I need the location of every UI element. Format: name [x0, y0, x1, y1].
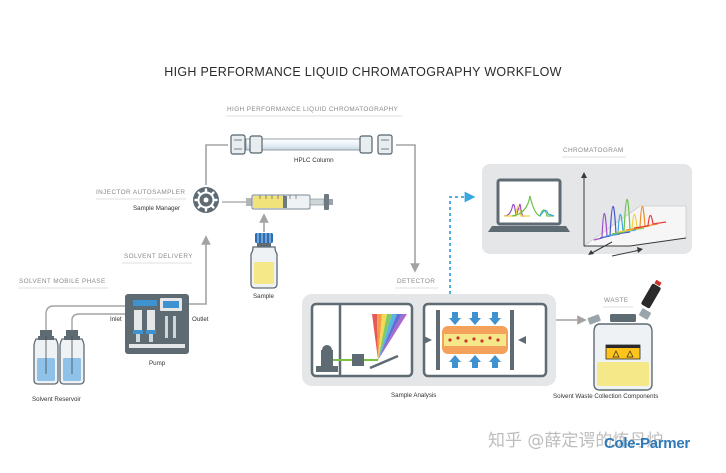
waste-section-header: WASTE: [604, 297, 629, 304]
outlet-label: Outlet: [192, 316, 209, 323]
solvent-reservoir-icon: [33, 330, 85, 385]
injector-section-header: INJECTOR AUTOSAMPLER: [96, 189, 186, 196]
hplc-section-header: HIGH PERFORMANCE LIQUID CHROMATOGRAPHY: [227, 106, 399, 113]
chromatogram-section-header: CHROMATOGRAM: [563, 147, 624, 154]
pump-label: Pump: [149, 360, 166, 367]
diagram-title: HIGH PERFORMANCE LIQUID CHROMATOGRAPHY W…: [164, 65, 562, 79]
solvent-reservoir-label: Solvent Reservoir: [32, 396, 81, 403]
detector-icon: [302, 294, 556, 386]
detector-to-chromatogram-dashed-arrow: [449, 191, 476, 294]
syringe-icon: [222, 194, 333, 210]
reservoir-tube-left: [45, 305, 130, 330]
column-to-detector-line: [396, 144, 420, 273]
chromatogram-icon: [482, 164, 692, 257]
watermark-text: 知乎 @薛定谔的炼丹炉: [488, 431, 664, 451]
hplc-column: [230, 134, 393, 155]
mobile-phase-section-header: SOLVENT MOBILE PHASE: [19, 278, 106, 285]
waste-components-label: Solvent Waste Collection Components: [553, 393, 659, 400]
waste-container-icon: [587, 279, 662, 391]
sample-bottle-icon: [250, 233, 278, 289]
cole-parmer-logo: Cole-Parmer: [604, 435, 690, 452]
sample-label: Sample: [253, 293, 274, 300]
detector-section-header: DETECTOR: [397, 278, 436, 285]
solvent-delivery-section-header: SOLVENT DELIVERY: [124, 253, 193, 260]
sample-analysis-label: Sample Analysis: [391, 392, 437, 399]
pump-icon: [125, 294, 189, 354]
hplc-column-label: HPLC Column: [294, 157, 334, 164]
sample-manager-gear-icon: [193, 187, 219, 213]
sample-manager-label: Sample Manager: [133, 205, 181, 212]
inlet-label: Inlet: [110, 316, 122, 323]
pump-to-injector-line: [189, 235, 211, 305]
injector-to-column-line: [205, 144, 228, 185]
reservoir-tube-right: [71, 313, 130, 330]
